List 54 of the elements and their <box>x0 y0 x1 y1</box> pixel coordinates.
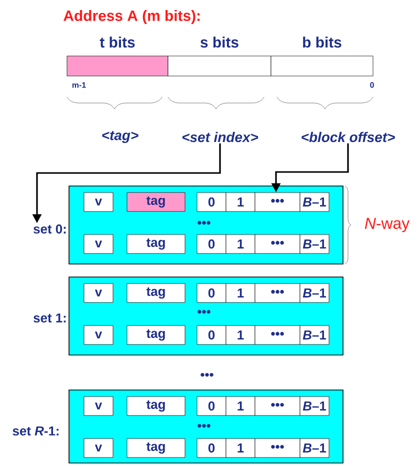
cache-cell: tag <box>126 325 186 345</box>
cache-cell: tag <box>126 283 186 303</box>
address-segment: s bits <box>168 36 272 76</box>
ellipsis: ••• <box>200 372 214 377</box>
cache-cell: 0 <box>196 325 226 345</box>
cache-cell: B–1 <box>300 234 330 254</box>
cache-cell: B–1 <box>300 325 330 345</box>
cache-cell: v <box>84 234 114 254</box>
cache-cell: v <box>84 325 114 345</box>
cache-cell: tag <box>126 438 186 458</box>
cache-cell: ••• <box>254 283 300 303</box>
way-label: N-way <box>364 218 410 232</box>
node-label: s bits <box>200 36 238 48</box>
cache-cell: 0 <box>196 396 226 416</box>
cache-cell: tag <box>126 396 186 416</box>
cache-cell: B–1 <box>300 438 330 458</box>
cache-cell: ••• <box>254 396 300 416</box>
cache-cell: ••• <box>254 325 300 345</box>
cache-cell: tag <box>126 234 186 254</box>
cache-cell: 1 <box>226 438 256 458</box>
node-label: t bits <box>100 36 135 48</box>
cache-cell: 0 <box>196 438 226 458</box>
cache-cell: 1 <box>226 192 256 212</box>
field-label: <block offset> <box>302 132 395 142</box>
cache-cell: v <box>84 283 114 303</box>
cache-cell: B–1 <box>300 396 330 416</box>
cache-cell: ••• <box>254 438 300 458</box>
cache-cell: B–1 <box>300 192 330 212</box>
cache-cell: v <box>84 192 114 212</box>
cache-cell: v <box>84 438 114 458</box>
cache-cell: 1 <box>226 234 256 254</box>
set-label: set R-1: <box>12 426 58 436</box>
cache-cell: ••• <box>254 192 300 212</box>
field-label: <tag> <box>102 131 138 143</box>
cache-cell: 1 <box>226 396 256 416</box>
ellipsis: ••• <box>198 424 210 428</box>
address-segment: b bits <box>270 36 374 76</box>
node-label: b bits <box>303 36 342 48</box>
field-label: <set index> <box>182 132 258 142</box>
cache-cell: tag <box>126 192 186 212</box>
address-segment: t bits <box>66 36 168 76</box>
ellipsis: ••• <box>198 310 210 314</box>
cache-cell: 1 <box>226 283 256 303</box>
set-label: set 1: <box>34 313 66 323</box>
cache-cell: 0 <box>196 192 226 212</box>
cache-cell: 0 <box>196 283 226 303</box>
title: Address A (m bits): <box>64 10 200 24</box>
cache-cell: B–1 <box>300 283 330 303</box>
cache-cell: ••• <box>254 234 300 254</box>
cache-cell: 0 <box>196 234 226 254</box>
cache-cell: v <box>84 396 114 416</box>
ellipsis: ••• <box>198 220 210 225</box>
set-label: set 0: <box>34 224 66 234</box>
cache-cell: 1 <box>226 325 256 345</box>
